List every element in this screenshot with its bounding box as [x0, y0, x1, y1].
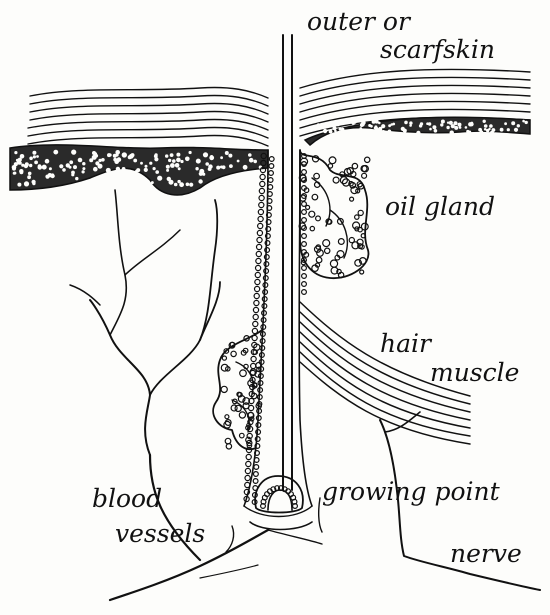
oil-gland-label: oil gland	[385, 192, 495, 221]
hair-muscle-label-line2: muscle	[430, 358, 519, 387]
hair-shaft	[283, 35, 292, 490]
outer-skin-layers-left	[28, 87, 268, 146]
nerve-label: nerve	[450, 539, 522, 568]
blood-vessels-label-line1: blood	[92, 484, 162, 513]
blood-vessels-label-line2: vessels	[115, 519, 205, 548]
outer-skin-label-line1: outer or	[307, 7, 412, 36]
outer-skin-label-line2: scarfskin	[380, 35, 495, 64]
granular-layer-right	[305, 117, 530, 145]
growing-point-papilla	[250, 476, 312, 530]
granular-layer-left	[10, 145, 268, 195]
oil-gland-shape	[299, 150, 370, 278]
hair-muscle-label-line1: hair	[380, 329, 433, 358]
growing-point-label: growing point	[322, 477, 501, 506]
